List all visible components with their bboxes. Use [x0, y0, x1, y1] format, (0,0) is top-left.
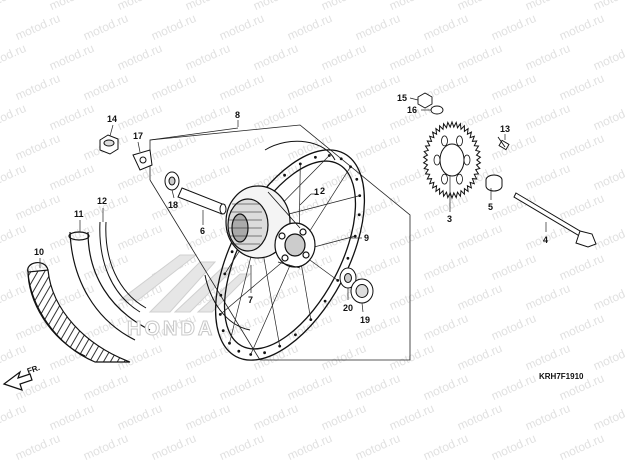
sprocket-lightening-hole	[441, 135, 448, 147]
callout-19: 19	[360, 315, 371, 325]
bearing-left	[164, 171, 180, 191]
front-direction-arrow	[2, 370, 33, 391]
callout-14: 14	[107, 114, 118, 124]
distance-collar	[177, 187, 227, 215]
rim-hole	[339, 157, 343, 161]
rim-hole	[230, 250, 234, 254]
inner-tube	[68, 231, 151, 341]
sprocket-center-bore	[439, 143, 465, 177]
rim-hole	[355, 177, 359, 181]
callout-7: 7	[248, 295, 254, 305]
callout-15: 15	[397, 93, 408, 103]
sprocket-lightening-hole	[433, 154, 441, 166]
callout-17: 17	[133, 131, 144, 141]
callout-2: 2	[320, 186, 326, 196]
rim-hole	[219, 293, 223, 297]
driven-sprocket	[422, 120, 482, 200]
callout-20: 20	[343, 303, 354, 313]
callout-5: 5	[488, 202, 494, 212]
sprocket-lightening-hole	[441, 173, 448, 185]
callout-16: 16	[407, 105, 418, 115]
callout-9: 9	[364, 233, 370, 243]
sprocket-lightening-hole	[463, 154, 471, 166]
wheel-hub	[225, 185, 316, 269]
rim-hole	[263, 351, 266, 355]
callout-11: 11	[74, 209, 84, 219]
sprocket-lightening-hole	[456, 173, 463, 185]
dust-seal	[350, 278, 374, 304]
rear-axle	[513, 192, 597, 248]
tire	[27, 262, 131, 363]
callout-18: 18	[168, 200, 179, 210]
callout-1: 1	[314, 187, 320, 197]
rim-hole	[283, 173, 286, 177]
callout-8: 8	[235, 110, 241, 120]
leader-lines	[39, 97, 547, 313]
honda-wordmark: HONDA	[126, 318, 216, 341]
callout-3: 3	[447, 214, 453, 224]
callout-10: 10	[34, 247, 45, 257]
rim-hole	[323, 299, 327, 303]
collar	[485, 174, 503, 192]
hub-fins	[229, 203, 262, 245]
callout-12: 12	[97, 196, 108, 206]
rim-band	[99, 221, 147, 313]
axle-nut	[99, 134, 119, 155]
callout-13: 13	[500, 124, 511, 134]
sprocket-bolt	[497, 136, 510, 151]
sprocket-lightening-hole	[456, 135, 463, 147]
rim-hole	[294, 333, 297, 337]
rim-hole	[237, 349, 241, 353]
callout-6: 6	[200, 226, 206, 236]
rim-hole	[221, 329, 225, 333]
sprocket-nuts	[417, 92, 444, 115]
callout-4: 4	[543, 235, 549, 245]
diagram-code: KRH7F1910	[539, 372, 584, 381]
rim-hole	[357, 213, 361, 217]
rim-hole	[314, 155, 317, 159]
rim-hole	[346, 256, 350, 260]
chain-adjuster	[132, 149, 153, 171]
